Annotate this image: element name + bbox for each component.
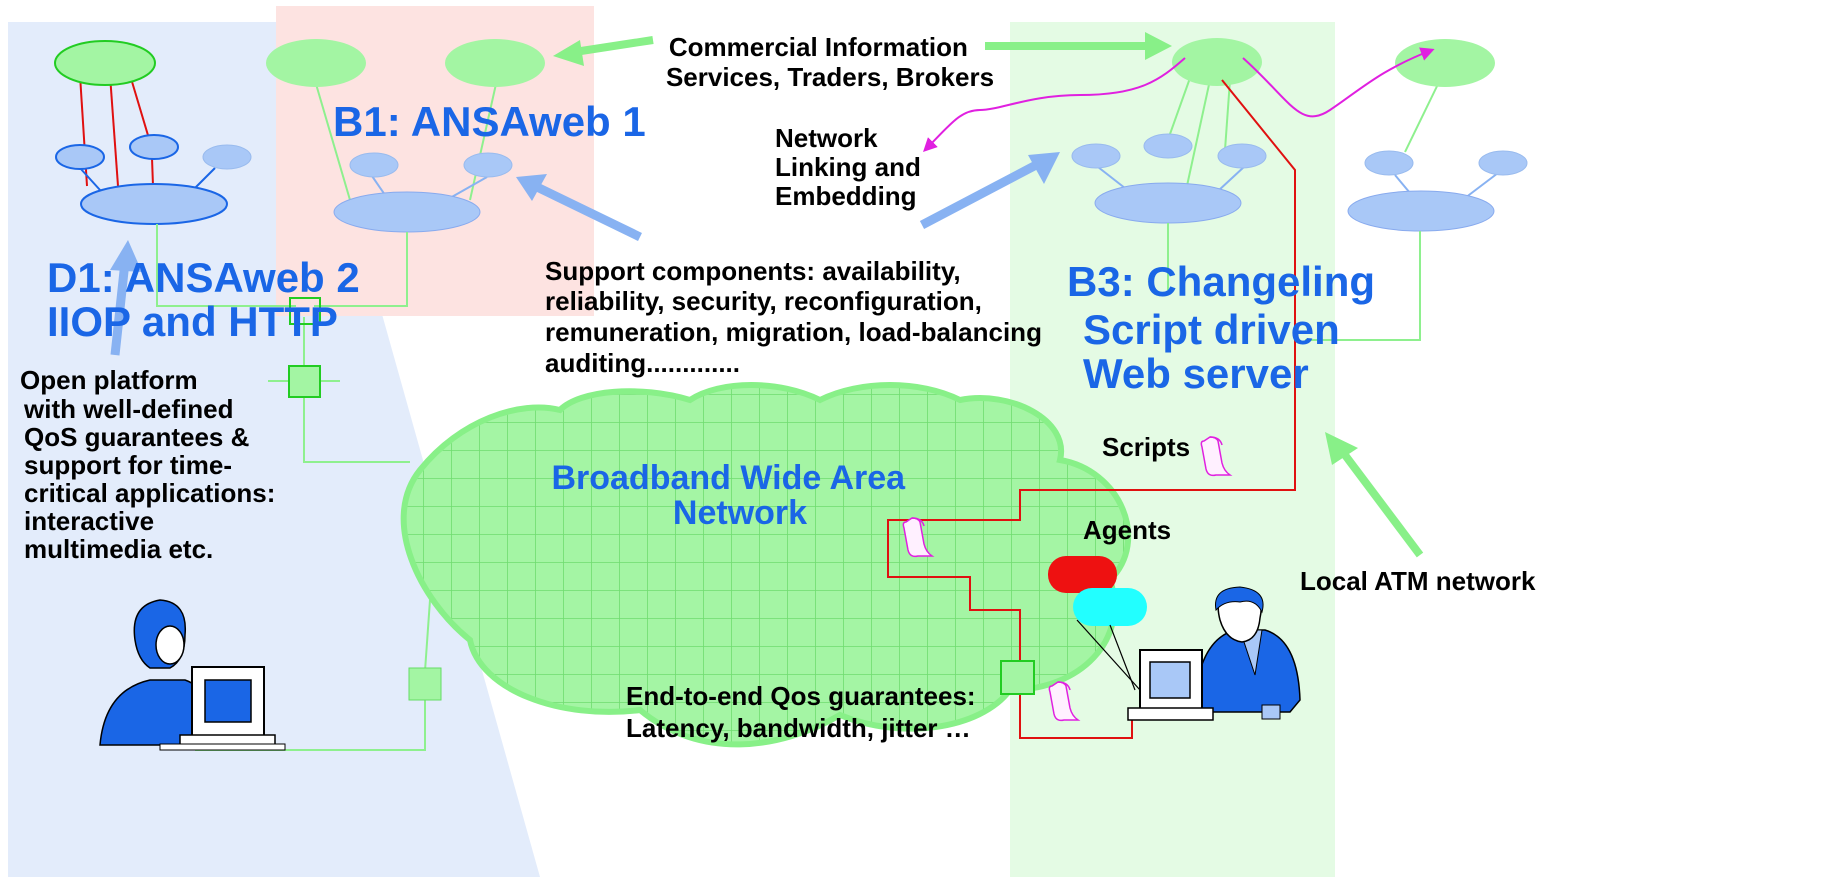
d1-mid-node-1	[55, 144, 105, 170]
end-to-end-line-2: Latency, bandwidth, jitter …	[626, 713, 971, 743]
b3-top-node-1	[1172, 38, 1262, 86]
b3-cluster	[1071, 38, 1528, 232]
open-platform-line-3: QoS guarantees &	[24, 422, 249, 452]
support-line-1: Support components: availability,	[545, 256, 961, 286]
b3-title-line-3: Web server	[1083, 350, 1309, 397]
network-switch-1	[289, 297, 321, 325]
blue-arrow-support	[516, 174, 642, 242]
open-platform-line-2: with well-defined	[23, 394, 233, 424]
user-at-computer-icon-left	[99, 599, 286, 751]
b1-title: B1: ANSAweb 1	[333, 98, 646, 145]
commercial-label-line-1: Commercial Information	[669, 32, 968, 62]
broadband-line-1: Broadband Wide Area	[551, 459, 906, 497]
b3-title: B3: Changeling Script driven Web server	[1067, 258, 1387, 397]
network-switch-3	[408, 667, 442, 701]
broadband-line-2: Network	[673, 494, 807, 532]
blue-arrow-d1	[110, 240, 142, 356]
d1-title-line-1: D1: ANSAweb 2	[47, 254, 360, 301]
open-platform-line-5: critical applications:	[24, 478, 275, 508]
b1-top-node-1	[266, 39, 366, 87]
b1-cluster	[266, 39, 545, 233]
green-arrow-local-atm	[1325, 432, 1424, 558]
b3-title-line-1: B3: Changeling	[1067, 258, 1375, 305]
network-switch-2	[288, 365, 321, 398]
network-linking-line-3: Embedding	[775, 181, 917, 211]
support-line-4: auditing.............	[545, 348, 740, 378]
agents-label: Agents	[1083, 515, 1171, 545]
d1-cluster	[54, 40, 252, 225]
b3-mid-node-4	[1364, 150, 1414, 176]
support-components-label: Support components: availability, reliab…	[545, 256, 1049, 378]
user-at-computer-icon-right	[1127, 586, 1301, 721]
b3-mid-node-5	[1478, 150, 1528, 176]
open-platform-line-4: support for time-	[24, 450, 232, 480]
green-arrow-right	[985, 32, 1172, 60]
network-linking-label: Network Linking and Embedding	[775, 123, 928, 211]
b3-title-line-2: Script driven	[1083, 306, 1340, 353]
linking-curve-left	[923, 57, 1186, 152]
d1-top-node	[54, 40, 156, 86]
d1-mid-node-3	[202, 144, 252, 170]
scroll-icon	[1048, 681, 1081, 722]
scroll-icon	[1200, 436, 1233, 477]
d1-title-line-2: IIOP and HTTP	[47, 298, 338, 345]
b3-top-node-2	[1395, 39, 1495, 87]
b1-mid-node-2	[463, 152, 513, 178]
end-to-end-label: End-to-end Qos guarantees: Latency, band…	[626, 681, 983, 743]
network-linking-line-2: Linking and	[775, 152, 921, 182]
commercial-label: Commercial Information Services, Traders…	[666, 32, 994, 92]
blue-arrow-linking	[919, 152, 1060, 229]
region-d1	[8, 22, 540, 877]
b3-mid-node-1	[1071, 143, 1121, 169]
support-line-2: reliability, security, reconfiguration,	[545, 286, 982, 316]
open-platform-line-6: interactive	[24, 506, 154, 536]
local-atm-label: Local ATM network	[1300, 566, 1536, 596]
d1-title: D1: ANSAweb 2 IIOP and HTTP	[47, 254, 371, 345]
d1-mid-node-2	[129, 134, 179, 160]
b3-mid-node-3	[1217, 143, 1267, 169]
b3-base-node-1	[1094, 182, 1242, 224]
b1-mid-node-1	[349, 152, 399, 178]
agent-red	[1048, 556, 1117, 593]
open-platform-line-1: Open platform	[20, 365, 198, 395]
d1-base-node	[80, 183, 228, 225]
open-platform-line-7: multimedia etc.	[24, 534, 213, 564]
open-platform-label: Open platform with well-defined QoS guar…	[20, 365, 283, 564]
b1-top-node-2	[445, 39, 545, 87]
b3-mid-node-2	[1143, 133, 1193, 159]
agent-cyan	[1073, 588, 1147, 626]
region-b3	[1010, 22, 1335, 877]
end-to-end-line-1: End-to-end Qos guarantees:	[626, 681, 976, 711]
network-switch-4	[1000, 660, 1035, 695]
commercial-label-line-2: Services, Traders, Brokers	[666, 62, 994, 92]
broadband-label: Broadband Wide Area Network	[551, 459, 914, 532]
linking-curve-right	[1242, 47, 1435, 118]
b3-base-node-2	[1347, 190, 1495, 232]
network-linking-line-1: Network	[775, 123, 878, 153]
b3-wiring	[1167, 223, 1421, 341]
support-line-3: remuneration, migration, load-balancing	[545, 317, 1042, 347]
b1-base-node	[333, 191, 481, 233]
red-connection-path	[887, 79, 1296, 739]
scroll-icon	[902, 517, 935, 558]
scripts-label: Scripts	[1102, 432, 1190, 462]
green-arrow-left	[553, 36, 654, 66]
